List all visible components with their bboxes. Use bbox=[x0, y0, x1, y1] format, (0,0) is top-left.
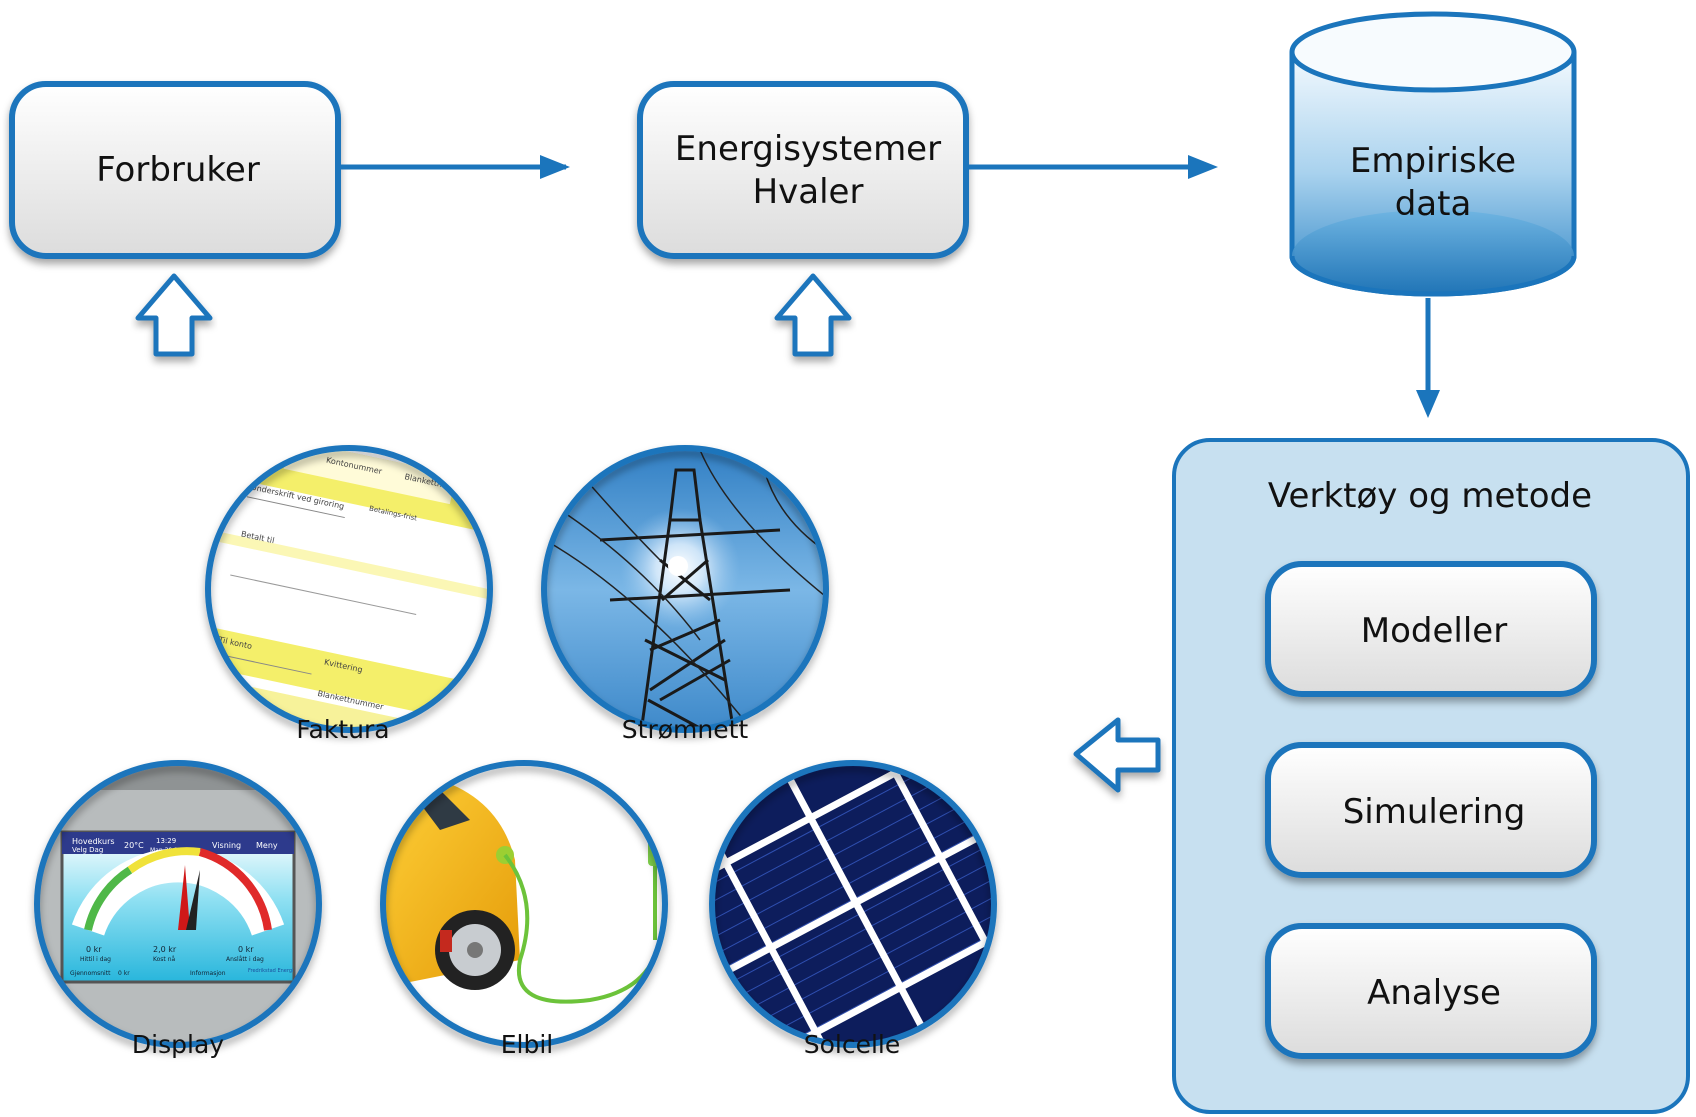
display-cap3: Anslått i dag bbox=[226, 956, 264, 963]
energisystemer-node: Energisystemer Hvaler bbox=[637, 81, 969, 259]
empiriske-label-line1: Empiriske bbox=[1350, 141, 1516, 181]
block-arrow-up-to-energisystemer bbox=[774, 273, 852, 357]
display-visning: Visning bbox=[212, 841, 241, 850]
arrow-energisystemer-to-empiriske bbox=[968, 155, 1218, 179]
electric-car-charging-photo-icon bbox=[383, 763, 665, 1045]
display-val2: 2,0 kr bbox=[153, 945, 177, 954]
arrow-forbruker-to-energisystemer bbox=[340, 155, 570, 179]
elbil-source: Elbil bbox=[380, 760, 668, 1059]
display-brand: Fredrikstad Energi bbox=[248, 968, 293, 974]
analyse-label: Analyse bbox=[1367, 973, 1501, 1013]
block-arrow-left-to-sources bbox=[1073, 717, 1161, 793]
simulering-label: Simulering bbox=[1343, 792, 1526, 832]
solcelle-label: Solcelle bbox=[804, 1030, 901, 1059]
analyse-box: Analyse bbox=[1265, 923, 1597, 1059]
display-temp: 20°C bbox=[124, 841, 144, 850]
display-gjennomsnitt: Gjennomsnitt bbox=[70, 970, 111, 977]
forbruker-node: Forbruker bbox=[9, 81, 341, 259]
arrow-empiriske-to-verktoy bbox=[1416, 298, 1440, 418]
energisystemer-label-line1: Energisystemer bbox=[675, 129, 941, 169]
display-source: Hovedkurs Velg Dag 20°C 13:29 Man 30.11.… bbox=[34, 760, 322, 1059]
stromnett-label: Strømnett bbox=[622, 715, 749, 744]
verktoy-title: Verktøy og metode bbox=[1268, 476, 1592, 516]
energisystemer-label-line2: Hvaler bbox=[753, 172, 864, 212]
empiriske-label-line2: data bbox=[1395, 184, 1472, 224]
display-val3: 0 kr bbox=[238, 945, 254, 954]
display-label: Display bbox=[132, 1030, 224, 1059]
simulering-box: Simulering bbox=[1265, 742, 1597, 878]
elbil-label: Elbil bbox=[501, 1030, 554, 1059]
display-informasjon: Informasjon bbox=[190, 970, 226, 977]
display-cap1: Hittil i dag bbox=[80, 956, 111, 963]
empiriske-data-cylinder: Empiriske data bbox=[1289, 11, 1577, 297]
energy-display-photo-icon: Hovedkurs Velg Dag 20°C 13:29 Man 30.11.… bbox=[37, 763, 319, 1045]
display-time: 13:29 bbox=[156, 837, 176, 845]
modeller-label: Modeller bbox=[1361, 611, 1507, 651]
display-meny: Meny bbox=[256, 841, 278, 850]
verktoy-og-metode-panel: Verktøy og metode Modeller Simulering An… bbox=[1172, 438, 1690, 1114]
block-arrow-up-to-forbruker bbox=[135, 273, 213, 357]
display-hovedkurs: Hovedkurs bbox=[72, 837, 115, 846]
modeller-box: Modeller bbox=[1265, 561, 1597, 697]
forbruker-label: Forbruker bbox=[96, 150, 260, 190]
display-gjennomsnitt-value: 0 kr bbox=[118, 970, 130, 977]
solar-panel-photo-icon bbox=[712, 763, 994, 1045]
solcelle-source: Solcelle bbox=[709, 760, 997, 1059]
display-velg-dag: Velg Dag bbox=[72, 846, 103, 854]
display-cap2: Kost nå bbox=[153, 956, 175, 963]
stromnett-source: Strømnett bbox=[541, 445, 829, 744]
faktura-source: Kontonummer Blankettnummer Underskrift v… bbox=[205, 445, 493, 744]
faktura-label: Faktura bbox=[296, 715, 389, 744]
power-pylon-photo-icon bbox=[544, 448, 826, 730]
display-val1: 0 kr bbox=[86, 945, 102, 954]
